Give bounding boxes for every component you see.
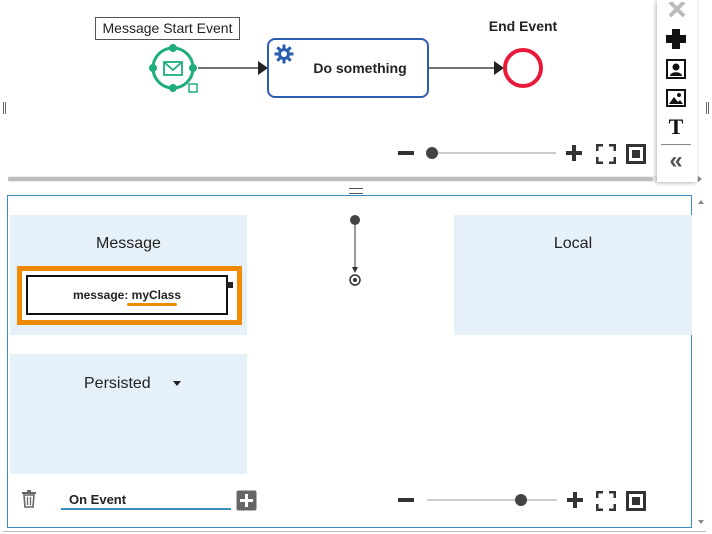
splitter-grip[interactable] [349,188,363,194]
local-section-title: Local [553,235,593,252]
image-icon[interactable] [666,89,686,107]
event-handler-panel: Message message: myClass Local Persisted… [7,195,692,528]
gear-icon [274,44,294,64]
sequence-flow-connectors [198,61,504,75]
bottom-zoom-out-icon[interactable] [397,494,415,506]
plus-shape-icon[interactable] [665,28,687,50]
message-object[interactable]: message: myClass [26,275,228,315]
start-event-label: Message Start Event [95,17,240,40]
end-event[interactable] [500,46,546,90]
envelope-icon [163,61,183,76]
diagram-canvas[interactable]: Message Start Event [0,0,712,190]
left-resize-handle[interactable] [3,102,6,114]
end-event-label: End Event [488,18,558,34]
palette-toolbar: T « [657,0,697,182]
close-icon[interactable] [667,2,687,18]
bottom-zoom-in-icon[interactable] [566,491,584,509]
right-scroll-down-arrow[interactable] [698,520,704,524]
zoom-in-icon[interactable] [565,144,583,162]
actual-size-icon[interactable] [626,144,646,164]
persisted-dropdown-caret[interactable] [173,381,181,386]
bottom-fit-to-screen-icon[interactable] [596,491,616,511]
scrollbar-thumb[interactable] [8,177,653,181]
task-label: Do something [313,60,407,76]
right-resize-handle[interactable] [706,102,709,114]
palette-separator [661,144,691,145]
message-start-event[interactable] [145,40,205,96]
zoom-slider[interactable] [422,143,558,163]
object-port[interactable] [227,282,233,288]
tab-on-event[interactable]: On Event [61,491,231,510]
message-section-title: Message [96,235,161,252]
zoom-out-icon[interactable] [397,147,415,159]
add-tab-button[interactable] [236,490,257,511]
event-flow-mini [349,215,361,286]
horizontal-scrollbar[interactable] [8,176,698,182]
bottom-actual-size-icon[interactable] [626,491,646,511]
message-object-class: myClass [131,288,182,302]
outer-bottom-border [3,531,706,532]
scroll-right-arrow[interactable] [698,176,702,182]
panel-splitter[interactable] [0,188,712,195]
person-card-icon[interactable] [666,59,686,79]
persisted-section: Persisted [10,354,247,474]
class-underline [127,303,177,306]
fit-to-screen-icon[interactable] [596,144,616,164]
collapse-double-chevron-icon[interactable]: « [669,147,683,174]
trash-icon[interactable] [21,490,37,508]
task-do-something[interactable]: Do something [267,38,429,98]
right-scroll-up-arrow[interactable] [698,200,704,204]
text-icon[interactable]: T [668,114,684,139]
bottom-zoom-slider[interactable] [423,490,559,510]
message-object-prefix: message: [72,288,132,302]
local-section: Local [454,215,692,335]
persisted-section-title: Persisted [84,375,151,392]
